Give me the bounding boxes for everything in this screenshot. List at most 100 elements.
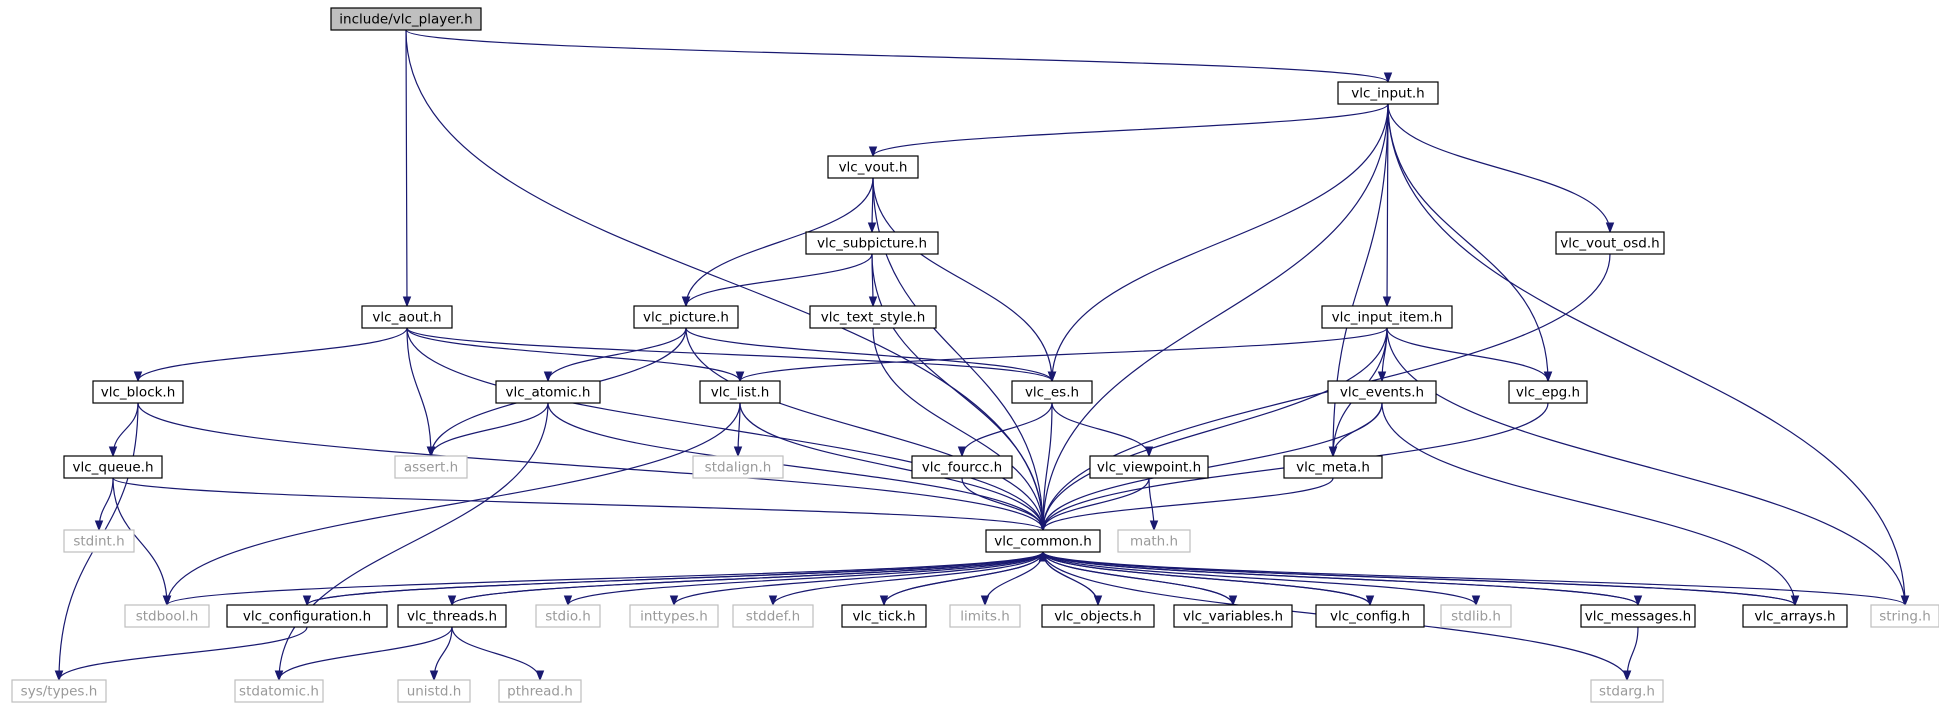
edge-vlc_common-to-stdio [567,551,1044,606]
node-box [394,455,468,479]
edge-vlc_player-to-vlc_input [405,29,1389,83]
node-label: vlc_epg.h [1516,385,1580,401]
node-box [1315,604,1425,628]
edge-vlc_configuration-to-vlc_common [306,551,1044,606]
node-vlc-config[interactable]: vlc_config.h [1315,604,1425,628]
edge-vlc_variables-to-vlc_common [1042,551,1234,606]
node-vlc-arrays[interactable]: vlc_arrays.h [1742,604,1848,628]
node-label: vlc_input_item.h [1332,310,1443,326]
node-label: vlc_vout.h [839,160,908,176]
node-vlc-messages[interactable]: vlc_messages.h [1580,604,1696,628]
node-box [124,604,210,628]
edge-vlc_es-to-vlc_common [1042,402,1053,531]
node-vlc-threads[interactable]: vlc_threads.h [397,604,507,628]
edge-vlc_meta-to-vlc_common [1042,477,1334,531]
node-vlc-viewpoint[interactable]: vlc_viewpoint.h [1089,455,1209,479]
node-label: vlc_queue.h [72,460,153,476]
edge-vlc_picture-to-vlc_atomic [547,327,687,382]
edge-vlc_events-to-vlc_arrays [1381,402,1796,606]
node-vlc-es[interactable]: vlc_es.h [1011,380,1093,404]
edge-vlc_common-to-stddef [772,551,1044,606]
node-vlc-vout[interactable]: vlc_vout.h [827,155,919,179]
node-label: stdint.h [73,534,124,550]
arrowhead-vlc_threads-to-stdatomic [274,670,284,682]
arrowhead-vlc_input-to-vlc_vout_osd [1605,222,1615,234]
node-box [63,455,163,479]
node-box [1590,679,1664,703]
arrowhead-vlc_queue-to-stdint [94,520,104,532]
edge-vlc_configuration-to-sys_types [58,626,308,681]
arrowhead-vlc_input_item-to-vlc_epg [1543,371,1553,383]
edge-vlc_atomic-to-stdatomic [278,402,549,681]
edge-vlc_common-to-stdlib [1042,551,1477,606]
node-vlc-atomic[interactable]: vlc_atomic.h [495,380,601,404]
node-vlc-list[interactable]: vlc_list.h [699,380,781,404]
node-vlc-fourcc[interactable]: vlc_fourcc.h [911,455,1013,479]
node-label: vlc_fourcc.h [922,460,1002,476]
node-vlc-objects[interactable]: vlc_objects.h [1041,604,1155,628]
node-box [1327,380,1437,404]
edge-vlc_atomic-to-vlc_common [547,402,1044,531]
node-box [1337,81,1439,105]
node-box [1555,231,1665,255]
node-vlc-player[interactable]: include/vlc_player.h [330,7,482,31]
edge-vlc_input-to-vlc_epg [1387,103,1549,382]
node-assert: assert.h [394,455,468,479]
node-label: vlc_block.h [101,385,176,401]
node-box [63,529,135,553]
node-box [699,380,781,404]
node-vlc-picture[interactable]: vlc_picture.h [633,305,739,329]
node-label: stdatomic.h [239,684,319,700]
arrowhead-vlc_common-to-stdlib [1471,595,1481,607]
arrowhead-vlc_input_item-to-vlc_events [1377,371,1387,383]
node-box [911,455,1013,479]
node-label: vlc_vout_osd.h [1560,236,1659,252]
node-label: assert.h [404,460,458,476]
arrowhead-vlc_picture-to-vlc_atomic [543,371,553,383]
edge-vlc_subpicture-to-vlc_common [871,253,1044,531]
node-box [809,305,937,329]
node-label: vlc_atomic.h [506,385,591,401]
edge-vlc_input_item-to-string [1386,327,1906,606]
edge-vlc_vout-to-vlc_es [872,177,1053,382]
node-vlc-variables[interactable]: vlc_variables.h [1173,604,1293,628]
node-vlc-block[interactable]: vlc_block.h [92,380,184,404]
arrowhead-vlc_input-to-vlc_vout [868,146,878,158]
node-vlc-aout[interactable]: vlc_aout.h [361,305,453,329]
node-vlc-input[interactable]: vlc_input.h [1337,81,1439,105]
node-box [1089,455,1209,479]
node-limits: limits.h [949,604,1021,628]
node-vlc-subpicture[interactable]: vlc_subpicture.h [805,231,939,255]
node-vlc-events[interactable]: vlc_events.h [1327,380,1437,404]
node-vlc-epg[interactable]: vlc_epg.h [1508,380,1588,404]
node-box [1870,604,1939,628]
node-vlc-queue[interactable]: vlc_queue.h [63,455,163,479]
node-sys-types: sys/types.h [11,679,107,703]
nodes-layer: include/vlc_player.h vlc_input.h vlc_vout.… [11,7,1939,703]
arrowhead-vlc_threads-to-pthread [535,670,545,682]
arrowhead-vlc_list-to-stdalign [733,446,743,458]
arrowhead-vlc_vout-to-vlc_subpicture [867,222,877,234]
node-vlc-input-item[interactable]: vlc_input_item.h [1321,305,1453,329]
node-label: vlc_config.h [1330,609,1410,625]
node-unistd: unistd.h [397,679,471,703]
arrowhead-vlc_viewpoint-to-math [1149,520,1159,532]
node-vlc-meta[interactable]: vlc_meta.h [1283,455,1383,479]
node-box [841,604,927,628]
arrowhead-vlc_subpicture-to-vlc_picture [681,296,691,308]
arrowhead-vlc_es-to-vlc_fourcc [957,446,967,458]
edge-vlc_viewpoint-to-vlc_common [1042,477,1150,531]
node-vlc-text-style[interactable]: vlc_text_style.h [809,305,937,329]
node-vlc-configuration[interactable]: vlc_configuration.h [226,604,388,628]
node-label: stdbool.h [136,609,199,625]
node-vlc-common[interactable]: vlc_common.h [985,529,1101,553]
node-box [1041,604,1155,628]
node-label: unistd.h [407,684,462,700]
node-vlc-vout-osd[interactable]: vlc_vout_osd.h [1555,231,1665,255]
node-box [692,455,784,479]
node-math: math.h [1117,529,1191,553]
edge-vlc_threads-to-stdatomic [278,626,453,681]
node-vlc-tick[interactable]: vlc_tick.h [841,604,927,628]
arrowhead-vlc_common-to-stddef [768,595,778,607]
node-label: inttypes.h [640,609,708,625]
